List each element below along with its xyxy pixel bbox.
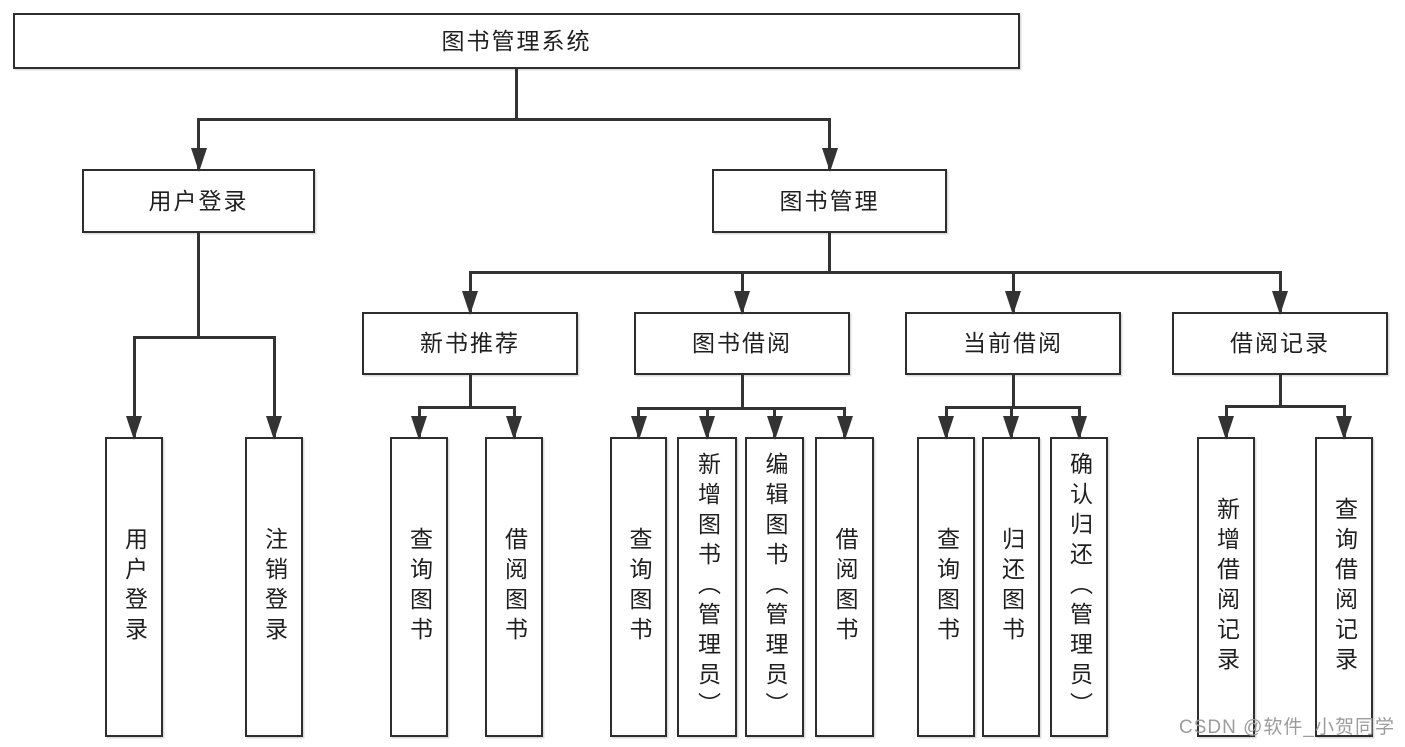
node-logout-v: 注销登录 (245, 437, 303, 737)
arrowhead-down-icon (1272, 291, 1288, 315)
connector-line (740, 375, 744, 410)
connector-line (1224, 405, 1346, 408)
node-current-borrow: 当前借阅 (905, 312, 1121, 375)
node-query-books-2: 查询图书 (610, 437, 667, 737)
node-label-user-login: 用户登录 (148, 187, 249, 214)
node-query-borrow-record: 查询借阅记录 (1315, 437, 1373, 737)
connector-line (132, 336, 136, 437)
node-label-confirm-return: 确认归还（管理员） (1066, 452, 1093, 722)
arrowhead-down-icon (699, 416, 715, 440)
node-label-edit-books: 编辑图书（管理员） (762, 452, 788, 722)
node-add-books: 新增图书（管理员） (677, 437, 737, 737)
arrowhead-down-icon (630, 416, 647, 440)
node-user-login: 用户登录 (82, 169, 315, 233)
node-label-query-books-1: 查询图书 (406, 527, 433, 647)
node-query-books-1: 查询图书 (390, 437, 448, 737)
connector-line (197, 233, 200, 339)
connector-line (1278, 375, 1282, 408)
arrowhead-down-icon (190, 148, 207, 172)
node-book-borrow: 图书借阅 (634, 312, 850, 375)
arrowhead-down-icon (1336, 416, 1352, 440)
connector-line (468, 375, 472, 409)
connector-line (828, 118, 831, 169)
node-label-logout-v: 注销登录 (261, 527, 288, 647)
node-user-login-v: 用户登录 (105, 437, 163, 737)
node-label-query-books-3: 查询图书 (933, 527, 960, 647)
node-borrow-books-2: 借阅图书 (815, 437, 874, 737)
arrowhead-down-icon (1218, 416, 1234, 440)
node-label-borrow-books-1: 借阅图书 (501, 527, 528, 647)
node-edit-books: 编辑图书（管理员） (745, 437, 804, 737)
node-return-books: 归还图书 (982, 437, 1040, 737)
node-label-add-books: 新增图书（管理员） (694, 452, 721, 722)
node-label-current-borrow: 当前借阅 (963, 330, 1063, 356)
node-label-borrow-books-2: 借阅图书 (832, 527, 858, 647)
connector-line (197, 118, 831, 121)
connector-line (828, 233, 831, 274)
arrowhead-down-icon (411, 416, 427, 440)
csdn-watermark: CSDN @软件_小贺同学 (1179, 717, 1395, 738)
arrowhead-down-icon (1005, 291, 1021, 315)
node-book-mgmt: 图书管理 (712, 169, 947, 233)
node-label-book-mgmt: 图书管理 (779, 187, 880, 214)
arrowhead-down-icon (506, 416, 522, 440)
arrowhead-down-icon (766, 416, 783, 440)
connector-line (944, 406, 1081, 409)
connector-line (197, 118, 200, 169)
connector-line (515, 69, 518, 121)
connector-line (637, 407, 846, 410)
connector-line (132, 336, 276, 339)
connector-line (468, 271, 1282, 274)
connector-line (272, 336, 276, 437)
arrowhead-down-icon (126, 416, 142, 440)
node-query-books-3: 查询图书 (917, 437, 975, 737)
node-label-user-login-v: 用户登录 (121, 527, 148, 647)
arrowhead-down-icon (836, 416, 853, 440)
node-label-query-books-2: 查询图书 (626, 527, 652, 647)
connector-line (1011, 375, 1015, 409)
arrowhead-down-icon (1071, 416, 1087, 440)
node-label-system: 图书管理系统 (441, 27, 592, 54)
arrowhead-down-icon (821, 148, 838, 172)
arrowhead-down-icon (462, 291, 478, 315)
arrowhead-down-icon (1003, 416, 1019, 440)
arrowhead-down-icon (938, 416, 954, 440)
node-borrow-books-1: 借阅图书 (485, 437, 543, 737)
node-add-borrow-record: 新增借阅记录 (1197, 437, 1255, 737)
node-system: 图书管理系统 (13, 13, 1020, 69)
node-label-book-borrow: 图书借阅 (692, 330, 792, 356)
node-label-add-borrow-record: 新增借阅记录 (1213, 497, 1240, 677)
node-label-query-borrow-record: 查询借阅记录 (1331, 497, 1358, 677)
node-confirm-return: 确认归还（管理员） (1050, 437, 1108, 737)
arrowhead-down-icon (266, 416, 282, 440)
node-label-new-book-rec: 新书推荐 (420, 330, 520, 356)
node-label-return-books: 归还图书 (998, 527, 1025, 647)
node-label-borrow-records: 借阅记录 (1230, 330, 1330, 356)
arrowhead-down-icon (734, 291, 750, 315)
node-new-book-rec: 新书推荐 (362, 312, 578, 375)
connector-line (417, 406, 516, 409)
node-borrow-records: 借阅记录 (1172, 312, 1388, 375)
